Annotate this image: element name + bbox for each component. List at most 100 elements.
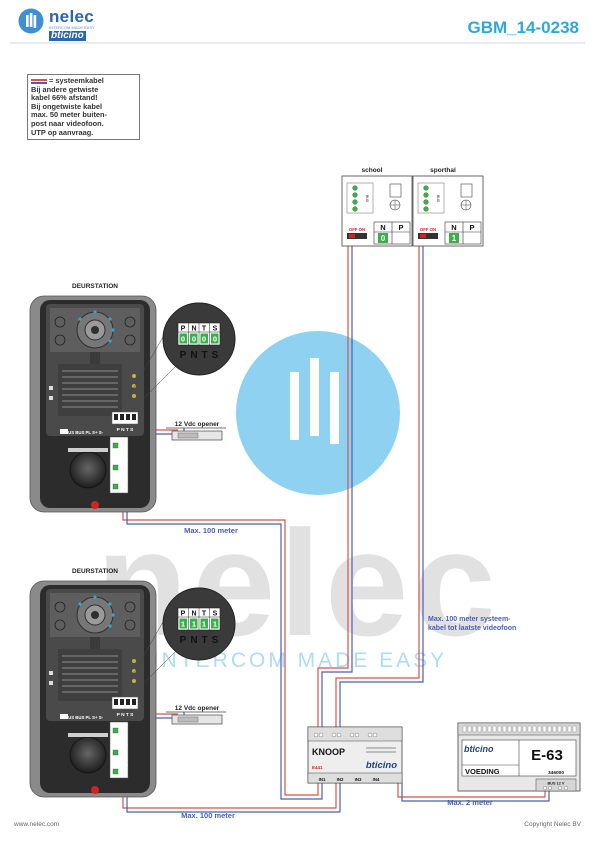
- psu-brand: bticino: [464, 744, 494, 754]
- config-header-n: N: [451, 223, 456, 232]
- dip-footer: P: [180, 350, 187, 361]
- footer-website: www.nelec.com: [14, 821, 60, 828]
- door-station-2-zoom: P N T S 1 1 1 1 P N T S: [119, 587, 236, 698]
- door-station-1-zoom: P N T S 0 0 0 0 P N T S: [119, 302, 236, 413]
- speaker-icon: [69, 736, 107, 774]
- videophone-terminal-block: [346, 182, 374, 214]
- brand-tagline: INTERCOM MADE EASY: [49, 25, 95, 30]
- brand-name: nelec: [49, 7, 94, 26]
- legend-line: max. 50 meter buiten-: [31, 110, 107, 120]
- dip-header: N: [191, 326, 196, 333]
- dip-footer: T: [201, 350, 207, 361]
- terminal-labels: BUS BUS PL S+ S-: [65, 715, 104, 720]
- knoop-input-label: IN4: [373, 777, 380, 782]
- dip-header: T: [202, 326, 207, 333]
- dip-header: P: [181, 611, 186, 618]
- footer-copyright: Copyright Nelec BV: [524, 821, 581, 828]
- dip-value: 1: [213, 620, 217, 629]
- system-cable-note-line-1: Max. 100 meter systeem-: [428, 616, 511, 623]
- speaker-icon: [69, 451, 107, 489]
- dip-header: P: [181, 326, 186, 333]
- videophone-label: sporthal: [430, 167, 456, 174]
- legend-title: = systeemkabel: [49, 76, 104, 85]
- power-supply: bticino E-63 VOEDING 346000 BUS 12 V: [457, 722, 581, 792]
- videophone-sporthal: sporthal BUS OFF ON N P 1: [412, 167, 484, 247]
- dip-value: 1: [202, 620, 206, 629]
- door-station-1: DEURSTATION P N T S BUS BUS PL S+ S-: [29, 283, 157, 513]
- system-cable-note-line-2: kabel tot laatste videofoon: [428, 625, 516, 632]
- knoop-label: KNOOP: [312, 747, 345, 757]
- cable-psu-red: [397, 783, 546, 798]
- svg-text:BUS: BUS: [365, 195, 369, 203]
- dip-footer: N: [190, 635, 197, 646]
- config-header-n: N: [380, 223, 385, 232]
- cable-sporthal-blue: [339, 245, 424, 727]
- dip-switch-block: [111, 411, 139, 425]
- switch-label: OFF ON: [420, 227, 436, 232]
- knoop-code: E441: [312, 765, 323, 770]
- door-station-2: DEURSTATION P N T S BUS BUS PL S+ S-: [29, 568, 157, 798]
- knoop-brand: bticino: [366, 760, 397, 771]
- dip-footer: T: [201, 635, 207, 646]
- psu-terminals: BUS 12 V: [548, 782, 565, 786]
- config-header-p: P: [398, 223, 403, 232]
- knoop-input-label: IN2: [337, 777, 344, 782]
- dip-value: 0: [202, 335, 206, 344]
- config-value: 0: [381, 234, 386, 243]
- dip-value: 0: [192, 335, 196, 344]
- dip-value: 1: [192, 620, 196, 629]
- videophone-display: [460, 183, 473, 198]
- config-header-p: P: [469, 223, 474, 232]
- dip-header: T: [202, 611, 207, 618]
- psu-model: E-63: [531, 747, 563, 764]
- cables: [122, 245, 550, 813]
- videophone-school: school BUS OFF ON N P 0: [341, 167, 413, 247]
- psu-part-number: 346000: [548, 770, 564, 776]
- dip-footer: S: [212, 635, 219, 646]
- legend-line: UTP op aanvraag.: [31, 127, 94, 137]
- config-value: 1: [452, 234, 457, 243]
- watermark-logo-mark: [290, 358, 339, 444]
- cable-ds1-blue: [126, 495, 323, 800]
- legend-box: = systeemkabel Bij andere getwiste kabel…: [27, 74, 140, 141]
- switch-label: OFF ON: [349, 227, 365, 232]
- cable-psu-blue: [401, 783, 550, 802]
- dip-switch-labels: P N T S: [117, 712, 135, 718]
- dip-footer: N: [190, 350, 197, 361]
- sub-brand: bticino: [49, 30, 86, 41]
- knoop-module: KNOOP E441 bticino IN1 IN2 IN3 IN4: [307, 726, 403, 784]
- legend-line: kabel 66% afstand!: [31, 93, 98, 103]
- cable-sporthal-red: [335, 245, 420, 727]
- cable-school-blue: [321, 245, 353, 727]
- document-code: GBM_14-0238: [467, 18, 579, 37]
- cable-ds2-blue: [126, 780, 341, 813]
- opener-label: 12 Vdc opener: [175, 421, 220, 428]
- terminal-strip: [109, 721, 129, 779]
- watermark-word: nelec: [96, 499, 500, 667]
- legend-line: post naar videofoon.: [31, 118, 104, 128]
- terminal-strip: [109, 436, 129, 494]
- watermark-tagline: INTERCOM MADE EASY: [153, 649, 447, 672]
- legend-line: Bij ongetwiste kabel: [31, 101, 103, 111]
- door-station-label: DEURSTATION: [72, 568, 118, 575]
- door-opener-1: 12 Vdc opener: [166, 421, 226, 441]
- dip-value: 0: [181, 335, 185, 344]
- terminal-labels: BUS BUS PL S+ S-: [65, 430, 104, 435]
- dip-footer: P: [180, 635, 187, 646]
- dip-value: 1: [181, 620, 185, 629]
- videophone-display: [389, 183, 402, 198]
- status-led: [91, 786, 99, 794]
- watermark: nelec INTERCOM MADE EASY: [96, 331, 500, 672]
- nelec-logo-icon: [18, 8, 44, 34]
- dip-switch-labels: P N T S: [117, 427, 135, 433]
- distance-label-ds2: Max. 100 meter: [181, 811, 235, 820]
- knoop-input-label: IN1: [319, 777, 326, 782]
- opener-label: 12 Vdc opener: [175, 705, 220, 712]
- dip-value: 0: [213, 335, 217, 344]
- cable-school-red: [317, 245, 349, 727]
- psu-label: VOEDING: [465, 767, 500, 776]
- on-off-switch: [347, 233, 367, 239]
- system-cable-swatch-icon: [31, 78, 47, 84]
- dip-header: S: [213, 611, 218, 618]
